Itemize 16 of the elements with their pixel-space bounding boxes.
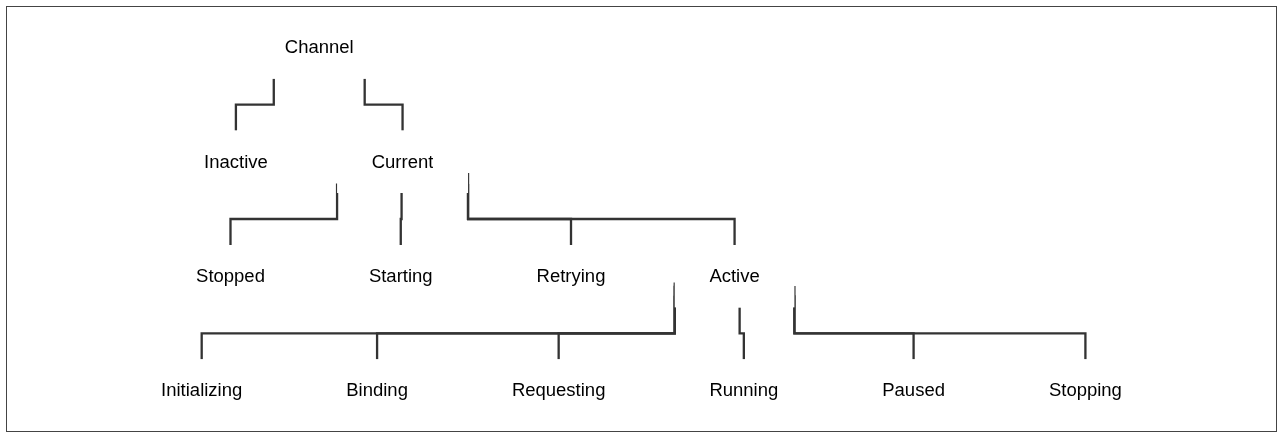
- connector: [363, 78, 404, 132]
- node-text: Binding: [346, 380, 408, 400]
- node-text: Starting: [368, 265, 433, 286]
- connector: [738, 307, 745, 361]
- node-text: Requesting: [511, 380, 606, 400]
- node-text: Running: [709, 380, 779, 400]
- node-text: Initializing: [161, 380, 243, 400]
- connector: [234, 78, 275, 132]
- node-text: Channel: [284, 37, 354, 57]
- node-text: Retrying: [536, 265, 606, 286]
- connector: [399, 193, 403, 247]
- node-text: Inactive: [204, 151, 268, 172]
- connector: [229, 183, 339, 247]
- node-text: Stopping: [1048, 380, 1122, 400]
- node-text: Paused: [882, 380, 945, 400]
- node-text: Stopped: [196, 265, 265, 286]
